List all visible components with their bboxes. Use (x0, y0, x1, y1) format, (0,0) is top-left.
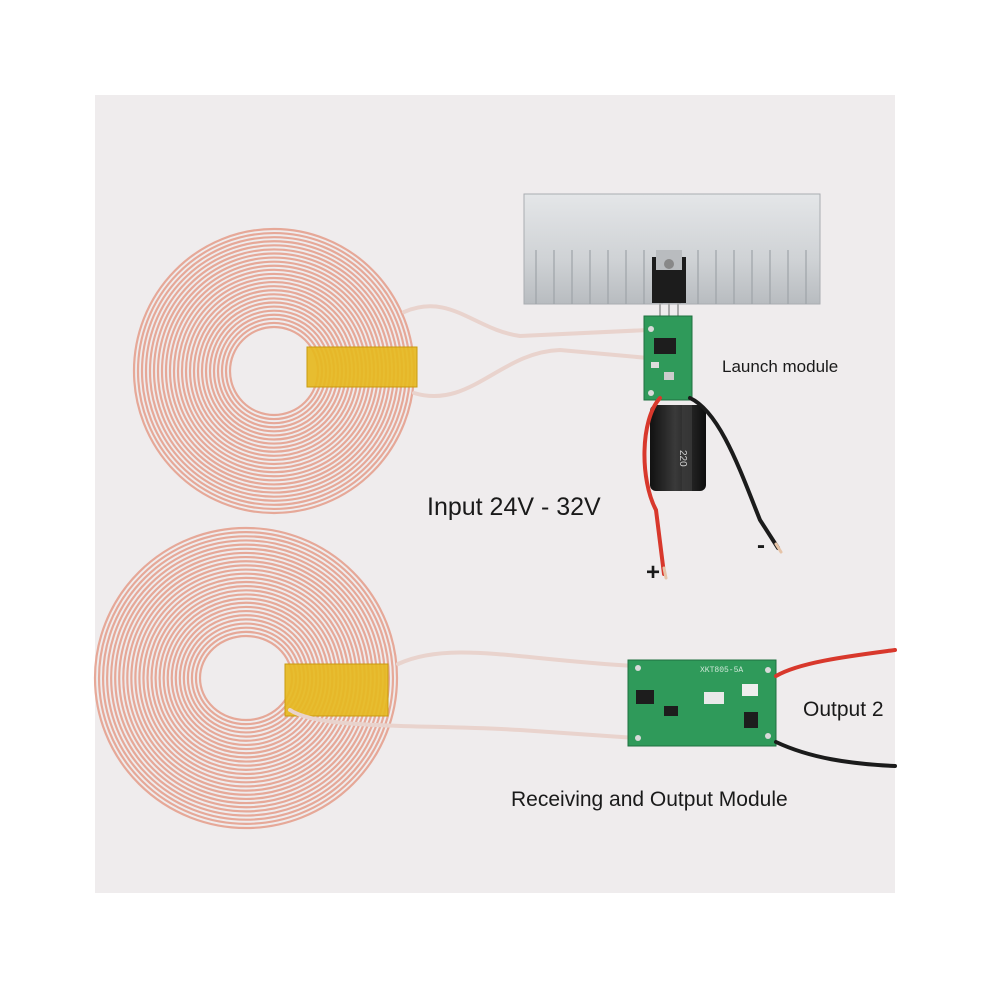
receiver-coil-leads (288, 650, 638, 740)
receiver-coil-tape (284, 663, 389, 717)
input-voltage-label: Input 24V - 32V (427, 493, 601, 521)
receiver-coil (93, 526, 399, 830)
capacitor-label: 220 (677, 450, 688, 467)
receiver-board-label: XKT805-5A (700, 666, 743, 675)
receiving-module-label: Receiving and Output Module (511, 788, 788, 811)
transmitter-coil-tape (306, 346, 418, 388)
launch-module-label: Launch module (722, 357, 839, 376)
coil-turn (198, 634, 294, 722)
minus-sign-label: - (757, 532, 765, 559)
coil-turn (97, 531, 395, 825)
coil-turn (101, 535, 391, 821)
input-wires (642, 396, 783, 580)
launch-pcb (643, 315, 693, 401)
receiver-pcb: XKT805-5A (627, 659, 777, 747)
coil-turn (93, 526, 399, 830)
coil-turn (190, 626, 302, 730)
coil-turn (228, 325, 320, 417)
heatsink (523, 193, 821, 320)
capacitor: 220 (650, 405, 706, 491)
coil-turn (194, 630, 298, 726)
output-label: Output 2 (803, 698, 884, 721)
plus-sign-label: + (646, 559, 661, 586)
output-wires (774, 648, 897, 768)
transmitter-coil-leads (402, 304, 650, 399)
